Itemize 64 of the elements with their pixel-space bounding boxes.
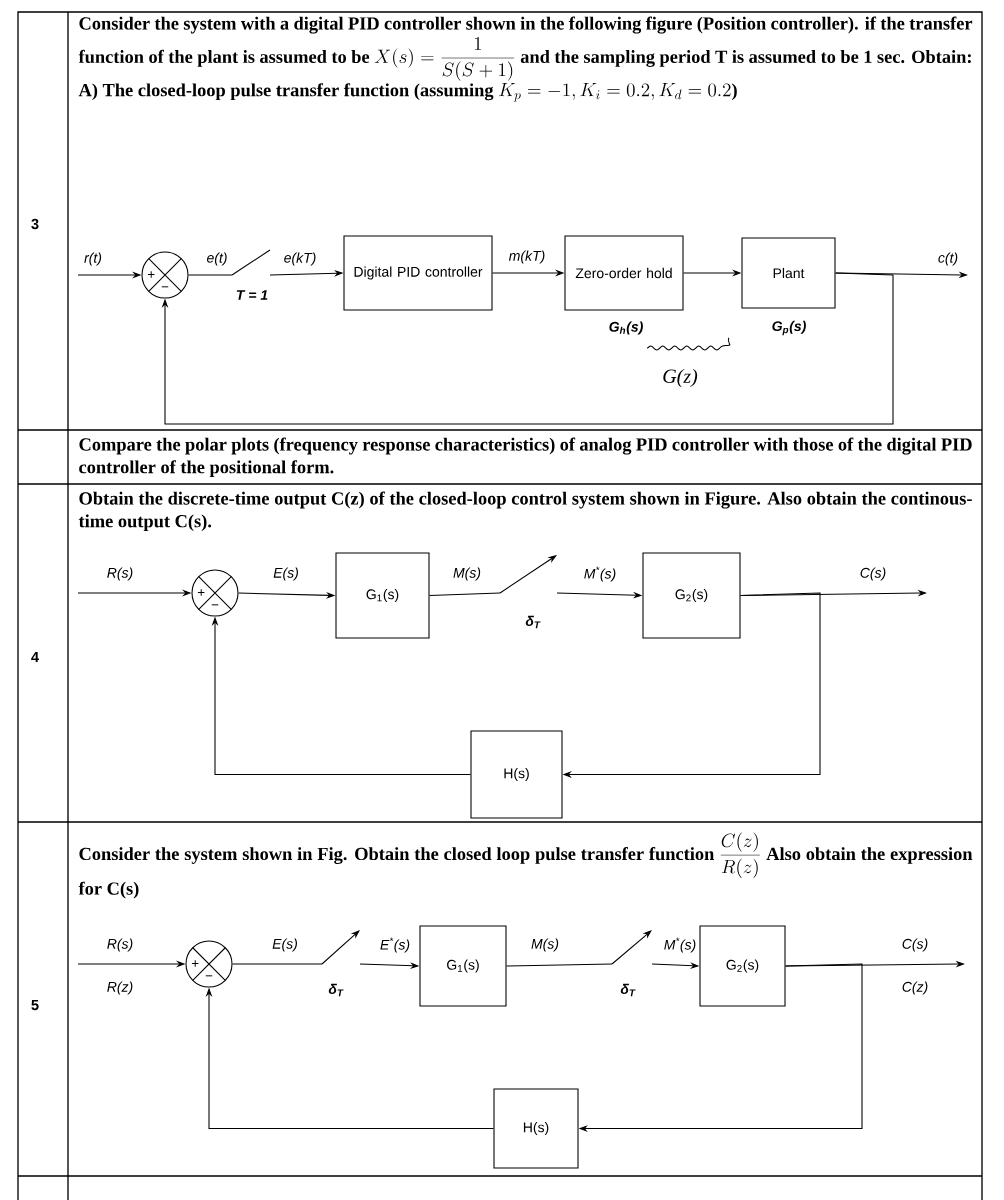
sampler-switch [321, 930, 360, 965]
label: Also obtain the expression [766, 847, 973, 864]
signal-label: M$^{*}$(s) [584, 566, 616, 582]
signal-label: M(s) [531, 938, 559, 952]
label: Consider the system shown in Fig. Obtain the closed loop pulse transfer function [79, 846, 715, 864]
block-box: G$_{2}$(s) [699, 925, 786, 1007]
question-text: Consider the system shown in Fig. Obtain the closed loop pulse transfer function $\frac{C(z)}{R(z)}$ Also obtain the expression for C(s) [78, 832, 973, 899]
block-box: Zero-order hold [564, 235, 684, 311]
block-caption: δ$_{T}$ [525, 615, 541, 629]
signal-label: R(s) [107, 938, 133, 952]
label: and the sampling period T is assumed to be 1 sec. Obtain: [520, 50, 971, 67]
signal-label: R(z) [107, 981, 133, 995]
feedback-arrow [161, 272, 894, 425]
signal-label: e(kT) [284, 252, 316, 266]
question-text: Obtain the discrete-time output C(z) of the closed-loop control system shown in Figure. Also obtain the continous-time output C(s). [78, 491, 972, 532]
signal-label: C(s) [902, 938, 928, 952]
row-number: 3 [31, 218, 39, 230]
block-box: Digital PID controller [343, 235, 493, 311]
label: Consider the system with a digital PID controller shown in the following figure (Position controller). if the transfer [79, 16, 973, 34]
summing-junction: + − [191, 569, 239, 617]
label: $X(s) = \frac{1}{S(S+1)}$ [374, 37, 515, 81]
signal-label: C(s) [860, 567, 886, 581]
signal-label: r(t) [84, 252, 102, 266]
row-number: 4 [31, 651, 39, 663]
question-text: Compare the polar plots (frequency response characteristics) of analog PID controller with those of the digital PID controller of the positional form. [79, 437, 972, 478]
block-caption: δ$_{T}$ [328, 983, 344, 997]
label: for C(s) [78, 881, 139, 899]
block-box: H(s) [470, 730, 563, 819]
signal-label: m(kT) [508, 250, 545, 264]
summing-junction: + − [185, 940, 233, 988]
block-box: H(s) [493, 1088, 579, 1169]
signal-label: E$^{*}$(s) [380, 937, 410, 953]
signal-line [429, 592, 501, 597]
sampler-switch [231, 249, 271, 276]
label: function of the plant is assumed to be [78, 49, 370, 67]
sampler-switch [611, 930, 652, 965]
signal-line [232, 963, 323, 965]
summing-junction: + − [141, 251, 189, 299]
handwritten-note: G(z) [663, 368, 698, 388]
block-caption: T = 1 [236, 290, 268, 300]
sampler-switch [499, 555, 557, 594]
block-box: G$_{2}$(s) [642, 552, 741, 639]
block-box: Plant [741, 237, 836, 309]
block-caption: G$_{h}$(s) [609, 321, 643, 335]
signal-label: R(s) [107, 567, 133, 581]
label: ) [732, 83, 737, 101]
signal-label: e(t) [207, 252, 227, 266]
signal-label: c(t) [938, 252, 958, 266]
question-text: Consider the system with a digital PID controller shown in the following figure (Position controller). if the transfer function of the plant is assumed to be $X(s) = \frac{1}{S(S+1)}$ and the sampling period T is assumed to be 1 sec. Obtain: A) The closed-loop pulse transfer function (assuming $K_p = -1, K_i = 0.2, K_d = 0.2$) [78, 16, 973, 102]
label: $\frac{C(z)}{R(z)}$ [720, 832, 760, 878]
label: A) The closed-loop pulse transfer function (assuming [78, 83, 494, 101]
signal-label: M$^{*}$(s) [664, 937, 696, 953]
block-caption: δ$_{T}$ [620, 983, 636, 997]
block-box: G$_{1}$(s) [335, 552, 430, 639]
signal-label: C(z) [902, 981, 928, 995]
signal-label: M(s) [453, 567, 481, 581]
row-number: 5 [31, 999, 39, 1011]
signal-line [506, 963, 613, 967]
block-caption: G$_{p}$(s) [772, 320, 806, 336]
block-box: G$_{1}$(s) [419, 925, 507, 1007]
signal-line [188, 274, 233, 276]
signal-label: E(s) [273, 567, 298, 581]
signal-label: E(s) [272, 938, 297, 952]
label: $K_p = -1, K_i = 0.2, K_d = 0.2$ [499, 83, 731, 102]
